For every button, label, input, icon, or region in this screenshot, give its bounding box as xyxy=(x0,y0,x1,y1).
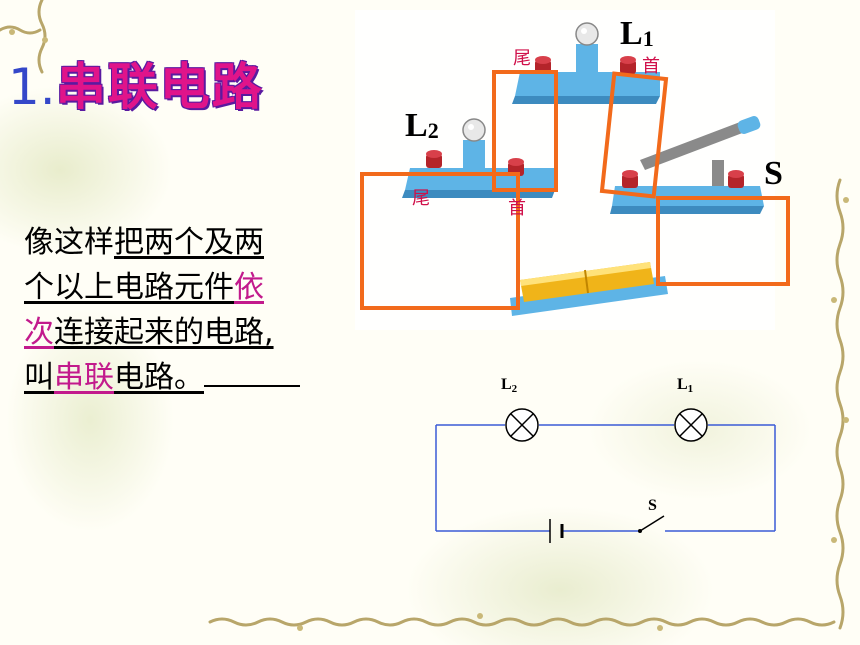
lamp-l1 xyxy=(512,22,660,104)
head-label-l1: 首 xyxy=(642,56,660,76)
title-text: 串联电路 xyxy=(55,58,264,116)
photo-l1-label: L1 xyxy=(620,15,654,52)
photo-l2-label: L2 xyxy=(405,107,439,144)
desc-line4-tail: 电路。 xyxy=(114,360,204,395)
battery xyxy=(510,262,668,316)
highlight-box-head-l1 xyxy=(599,71,669,199)
desc-line1-underlined: 把两个及两 xyxy=(114,225,264,260)
desc-line3-highlight: 次 xyxy=(24,315,54,350)
schematic-lamp-l2 xyxy=(505,408,539,442)
schematic-l1-label: L1 xyxy=(677,376,693,395)
definition-text: 像这样把两个及两 个以上电路元件依 次连接起来的电路, 叫串联电路。 xyxy=(24,220,364,400)
schematic-battery xyxy=(549,519,564,543)
tail-label-l2: 尾 xyxy=(412,188,430,208)
desc-line4-highlight: 串联 xyxy=(54,360,114,395)
highlight-box-switch xyxy=(656,196,790,286)
photo-s-label: S xyxy=(764,155,783,192)
desc-line2-underlined: 个以上电路元件 xyxy=(24,270,234,305)
head-label-l2: 首 xyxy=(508,198,526,218)
tail-label-l1: 尾 xyxy=(513,48,531,68)
title-number: 1. xyxy=(8,58,56,116)
schematic-switch xyxy=(638,515,665,533)
desc-line3-underlined: 连接起来的电路, xyxy=(54,315,274,350)
schematic-s-label: S xyxy=(648,497,657,514)
desc-line1-plain: 像这样 xyxy=(24,225,114,260)
desc-tail-underline xyxy=(204,384,300,387)
page-title: 1.串联电路 xyxy=(8,52,264,122)
highlight-box-tail-l1 xyxy=(492,70,558,192)
highlight-box-l2 xyxy=(360,172,520,310)
schematic-lamp-l1 xyxy=(674,408,708,442)
schematic-l2-label: L2 xyxy=(501,376,518,395)
desc-line4-underlined: 叫 xyxy=(24,360,54,395)
desc-line2-highlight: 依 xyxy=(234,270,264,305)
